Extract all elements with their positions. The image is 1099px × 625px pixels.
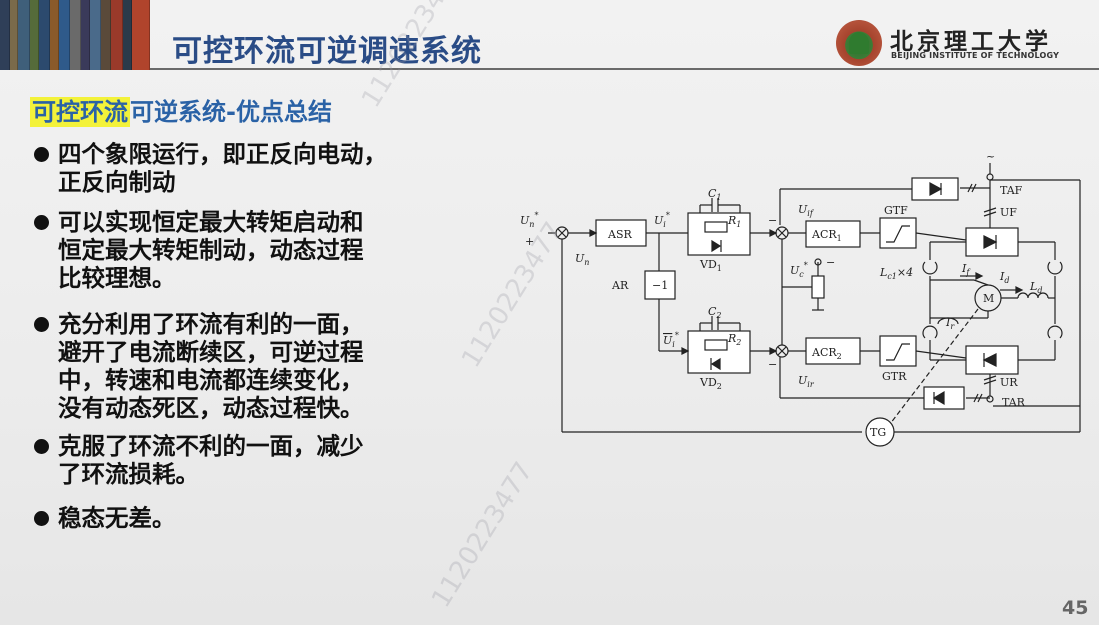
- bullet-text: 四个象限运行，即正反向电动， 正反向制动: [58, 140, 387, 196]
- label-plus: +: [525, 235, 534, 248]
- university-logo: 北京理工大学 BEIJING INSTITUTE OF TECHNOLOGY: [836, 20, 1086, 66]
- logo-emblem-icon: [836, 20, 882, 66]
- label-ac: ~: [986, 150, 995, 163]
- label-tar: TAR: [1002, 396, 1026, 409]
- label-acr2: ACR2: [811, 346, 842, 361]
- bullet-dot-icon: [34, 147, 49, 162]
- label-ui-star: Ui*: [654, 211, 670, 229]
- label-ir: Ir: [945, 316, 955, 331]
- label-vd2: VD2: [699, 376, 722, 391]
- bullet-item: 克服了环流不利的一面，减少 了环流损耗。: [34, 432, 534, 488]
- label-un-star: Un*: [520, 211, 538, 229]
- books-decoration: [0, 0, 150, 70]
- bullet-item: 可以实现恒定最大转矩启动和 恒定最大转矩制动，动态过程 比较理想。: [34, 208, 534, 292]
- label-ur: UR: [1000, 376, 1018, 389]
- label-minus-1: −: [768, 214, 777, 227]
- bullet-dot-icon: [34, 511, 49, 526]
- label-gtf: GTF: [884, 204, 908, 217]
- bullet-dot-icon: [34, 215, 49, 230]
- label-tg: TG: [870, 426, 886, 439]
- bullet-item: 稳态无差。: [34, 504, 534, 532]
- label-minus-2: −: [768, 358, 777, 371]
- bullet-text: 可以实现恒定最大转矩启动和 恒定最大转矩制动，动态过程 比较理想。: [58, 208, 364, 292]
- section-subtitle: 可控环流可逆系统-优点总结: [30, 92, 332, 127]
- logo-name-cn: 北京理工大学: [890, 28, 1052, 55]
- logo-name-en: BEIJING INSTITUTE OF TECHNOLOGY: [891, 51, 1060, 60]
- acr2-block: [805, 337, 861, 365]
- label-ld: Ld: [1029, 280, 1042, 295]
- title-divider: [150, 68, 1099, 70]
- limiter-block-1: [687, 212, 751, 256]
- label-acr1: ACR1: [811, 228, 842, 243]
- label-c1: C1: [708, 187, 722, 202]
- label-un: Un: [575, 252, 589, 267]
- label-vd1: VD1: [699, 258, 722, 273]
- label-minus-3: −: [826, 256, 835, 269]
- bullet-item: 充分利用了环流有利的一面， 避开了电流断续区，可逆过程 中，转速和电流都连续变化…: [34, 310, 534, 422]
- label-asr: ASR: [607, 228, 632, 241]
- page-number: 45: [1062, 597, 1089, 619]
- subtitle-highlight: 可控环流: [30, 97, 130, 127]
- label-gtr: GTR: [882, 370, 907, 383]
- bullet-dot-icon: [34, 317, 49, 332]
- label-id: Id: [999, 270, 1009, 285]
- label-c2: C2: [708, 305, 722, 320]
- label-ui-bar-star: Ui*: [663, 331, 679, 349]
- label-uif: Uif: [798, 203, 815, 218]
- slide-title: 可控环流可逆调速系统: [172, 34, 482, 69]
- label-uc-star: Uc*: [790, 261, 808, 279]
- subtitle-rest: 可逆系统-优点总结: [130, 98, 332, 126]
- label-uf: UF: [1000, 206, 1017, 219]
- bullet-text: 克服了环流不利的一面，减少 了环流损耗。: [58, 432, 364, 488]
- bullet-item: 四个象限运行，即正反向电动， 正反向制动: [34, 140, 534, 196]
- label-lc1x4: Lc1×4: [879, 266, 913, 281]
- label-taf: TAF: [1000, 184, 1023, 197]
- bullet-text: 稳态无差。: [58, 504, 176, 532]
- asr-block: [595, 219, 647, 247]
- label-r2: R2: [727, 332, 741, 347]
- label-uir: Uir: [798, 374, 815, 389]
- ar-block: [644, 270, 676, 300]
- bullet-text: 充分利用了环流有利的一面， 避开了电流断续区，可逆过程 中，转速和电流都连续变化…: [58, 310, 364, 422]
- label-if: If: [961, 262, 971, 277]
- label-ar: AR: [611, 279, 629, 292]
- bullet-dot-icon: [34, 439, 49, 454]
- acr1-block: [805, 220, 861, 248]
- label-r1: R1: [727, 214, 741, 229]
- label-motor: M: [983, 292, 994, 305]
- gtf-block: [879, 217, 917, 249]
- circuit-diagram: Un* + Un ASR AR −1 Ui* Ui* C1 R1 VD1 C2 …: [520, 150, 1081, 447]
- label-neg-one: −1: [652, 279, 668, 292]
